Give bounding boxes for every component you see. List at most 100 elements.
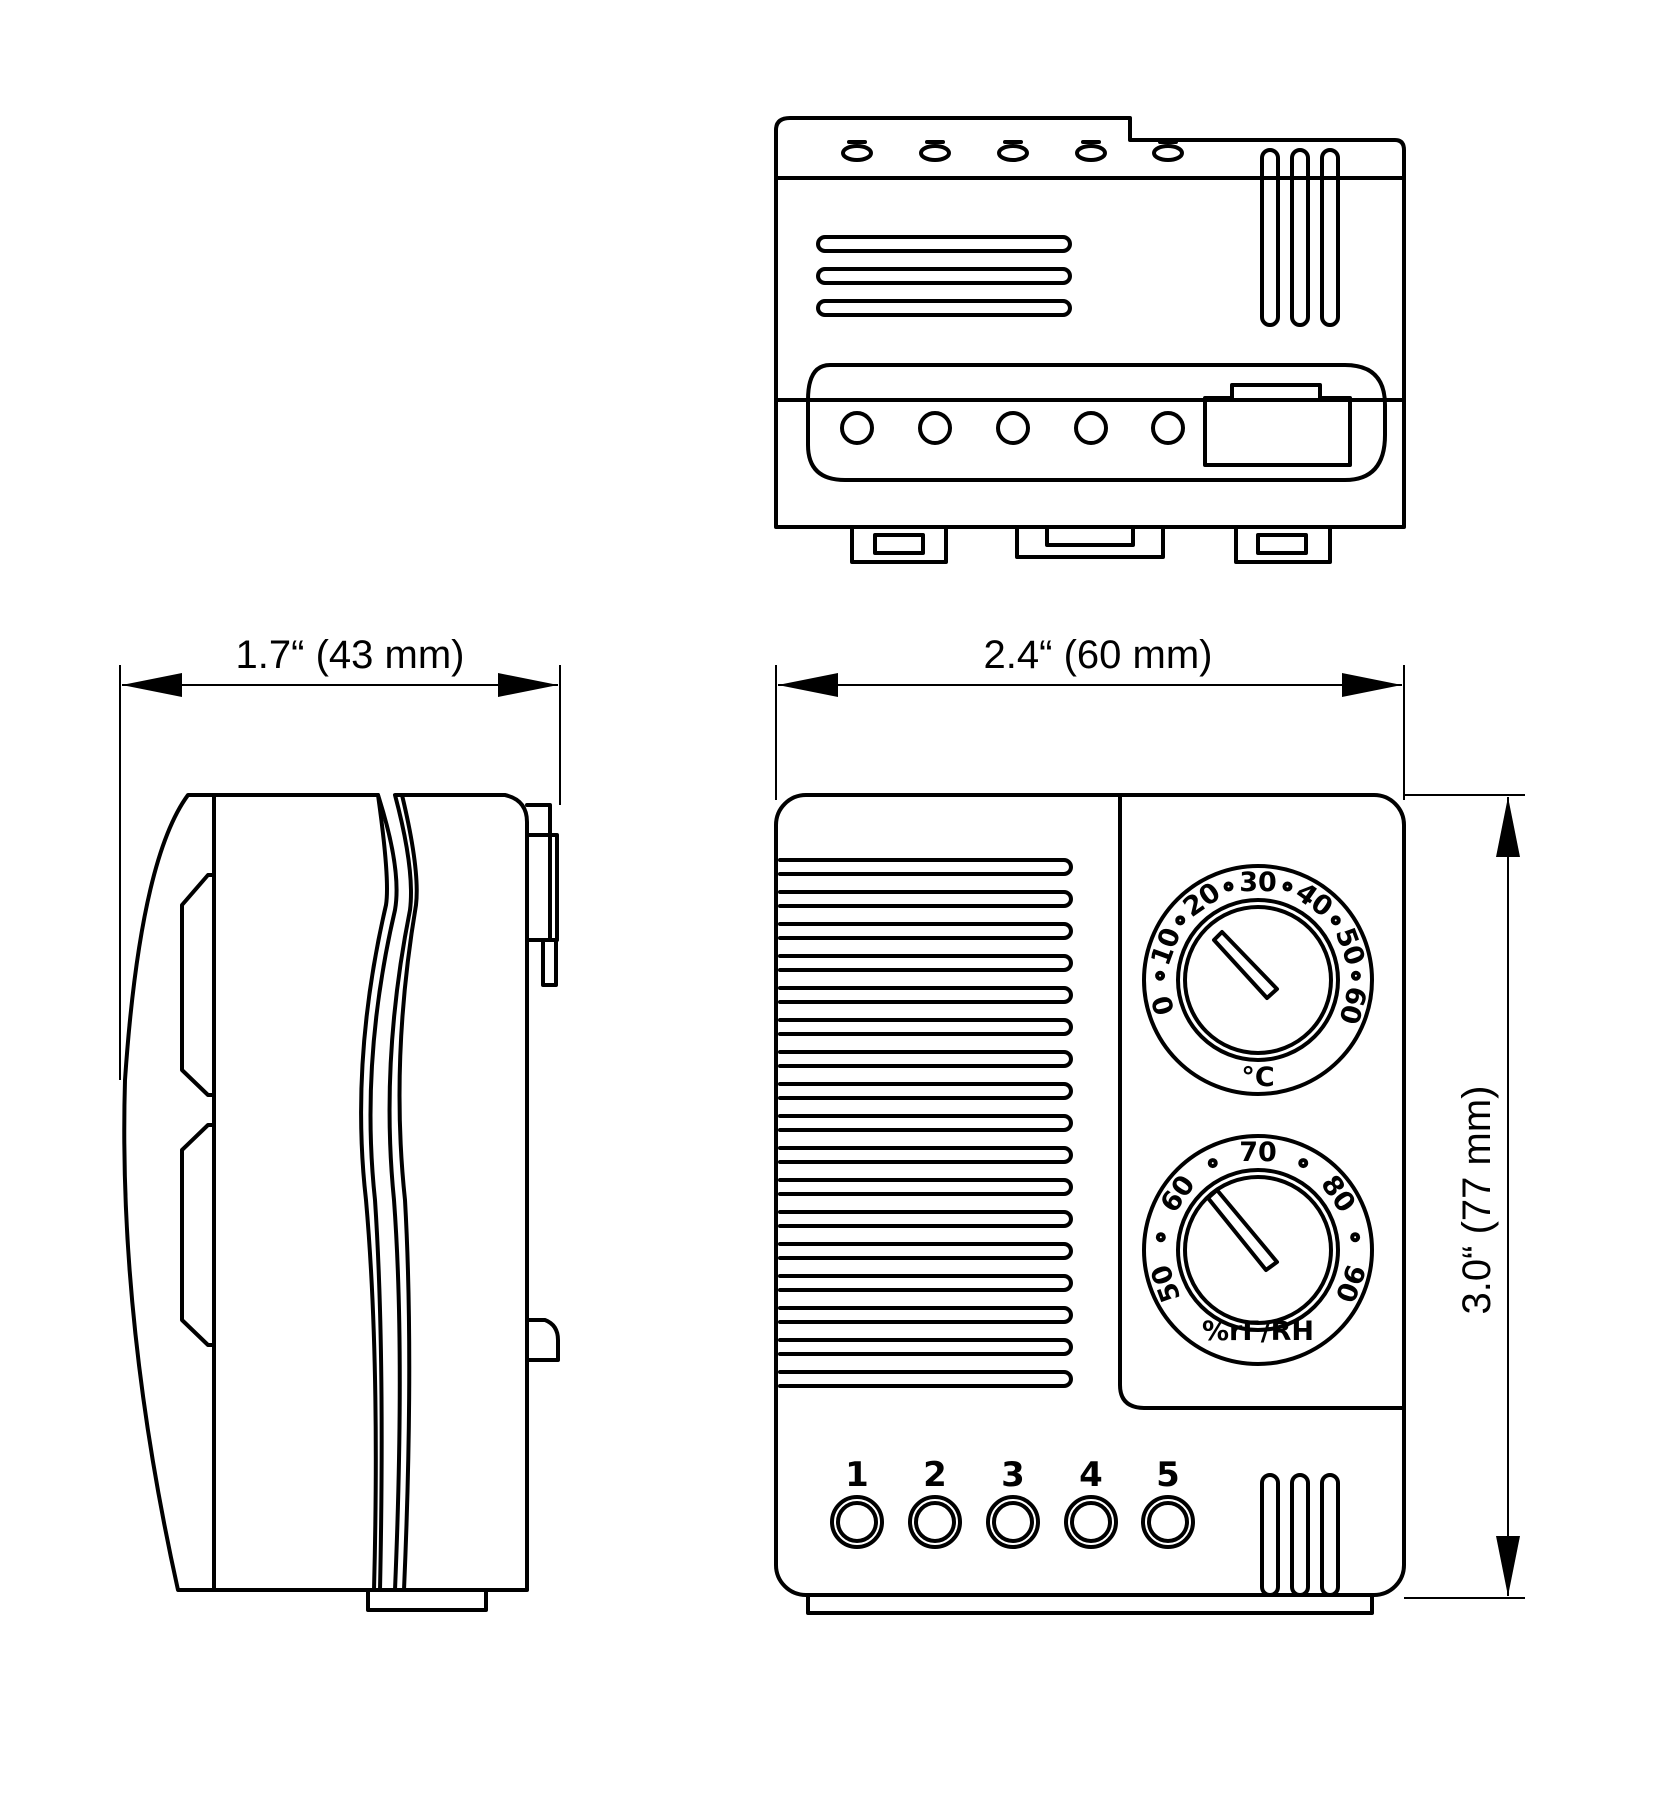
- terminal-screw[interactable]: [836, 1501, 878, 1543]
- terminal-outer: [830, 1495, 884, 1549]
- dial-dot: [1350, 970, 1361, 981]
- temperature-dial-knob[interactable]: [1176, 898, 1340, 1062]
- dial-tick-label: 0: [1146, 992, 1181, 1018]
- temperature-unit-label: °C: [1241, 1062, 1274, 1093]
- screw-head: [919, 144, 951, 162]
- side-front-cover: [212, 793, 399, 1592]
- screw-head: [841, 144, 873, 162]
- rj-connector: [1203, 383, 1352, 467]
- din-clip-detail: [873, 533, 925, 555]
- humidity-unit-label: %rF/RH: [1202, 1316, 1314, 1347]
- vent-slot: [816, 235, 1072, 253]
- terminal-screw[interactable]: [992, 1501, 1034, 1543]
- dial-dot: [1175, 915, 1186, 926]
- side-top-clip-detail: [525, 833, 559, 942]
- vent-rib: [1260, 148, 1280, 327]
- front-vent-rib: [1320, 1473, 1340, 1597]
- top-view-housing: [774, 116, 1406, 529]
- terminal-screw[interactable]: [1070, 1501, 1112, 1543]
- terminal-hole: [840, 411, 874, 445]
- vent-slot: [778, 890, 1073, 908]
- dial-dot: [1298, 1158, 1309, 1169]
- dimension-height: 3.0“ (77 mm): [1404, 794, 1525, 1599]
- front-foot: [806, 1593, 1374, 1615]
- side-base: [387, 793, 529, 1592]
- vent-slot: [778, 1210, 1073, 1228]
- din-clip-detail: [1256, 533, 1308, 555]
- vent-slot: [778, 1050, 1073, 1068]
- dial-dot: [1155, 970, 1166, 981]
- humidity-dial-ring: [1142, 1134, 1374, 1366]
- dial-dot: [1330, 915, 1341, 926]
- screw-head: [1152, 144, 1184, 162]
- terminal-outer: [986, 1495, 1040, 1549]
- humidity-dial-knob[interactable]: [1176, 1168, 1340, 1332]
- vent-slot: [778, 1178, 1073, 1196]
- side-foot: [366, 1588, 488, 1612]
- side-lower-clip: [525, 1318, 560, 1362]
- vent-slot: [816, 299, 1072, 317]
- vent-slot: [778, 1370, 1073, 1388]
- din-clip: [1234, 525, 1332, 564]
- vent-grille: [778, 858, 1073, 1388]
- terminal-hole: [1151, 411, 1185, 445]
- side-front-inner-edge: [359, 793, 389, 1592]
- vent-slot: [778, 1082, 1073, 1100]
- front-vent-rib: [1290, 1473, 1310, 1597]
- side-top-clip: [525, 803, 552, 942]
- terminal-outer: [1141, 1495, 1195, 1549]
- vent-slot: [816, 267, 1072, 285]
- terminal-number: 5: [1156, 1455, 1180, 1495]
- vent-slot: [778, 954, 1073, 972]
- temperature-dial-pointer: [1212, 930, 1279, 1000]
- terminal-hole: [1074, 411, 1108, 445]
- control-panel: [1118, 793, 1406, 1410]
- depth-dimension-label: 1.7“ (43 mm): [236, 633, 465, 677]
- side-clip-hook: [525, 938, 558, 987]
- width-dimension-label: 2.4“ (60 mm): [984, 633, 1213, 677]
- dial-dot: [1350, 1232, 1361, 1243]
- side-base-inner-edge: [397, 793, 419, 1592]
- terminal-window: [806, 363, 1387, 482]
- side-view: [122, 793, 560, 1612]
- din-rail-slot-detail: [1045, 525, 1135, 547]
- humidity-dial-dots: [1155, 1158, 1361, 1243]
- top-view: [774, 116, 1406, 564]
- terminal-hole: [918, 411, 952, 445]
- side-recess-upper: [180, 873, 216, 1097]
- screw-head: [997, 144, 1029, 162]
- dial-dot: [1223, 881, 1234, 892]
- terminal-outer: [908, 1495, 962, 1549]
- terminal-screw[interactable]: [914, 1501, 956, 1543]
- vent-slot: [778, 1242, 1073, 1260]
- vent-rib: [1320, 148, 1340, 327]
- vent-slot: [778, 1306, 1073, 1324]
- vent-slot: [778, 1274, 1073, 1292]
- height-dimension-label: 3.0“ (77 mm): [1455, 1086, 1499, 1315]
- vent-slot: [778, 1018, 1073, 1036]
- dial-dot: [1282, 881, 1293, 892]
- terminal-number: 4: [1079, 1455, 1103, 1495]
- vent-rib: [1290, 148, 1310, 327]
- vent-slot: [778, 1146, 1073, 1164]
- side-recess-lower: [180, 1123, 216, 1347]
- din-rail-slot: [1015, 525, 1165, 559]
- dial-tick-label: 30: [1239, 867, 1277, 898]
- dial-tick-label: 70: [1239, 1137, 1277, 1168]
- dial-dot: [1155, 1232, 1166, 1243]
- top-terminal-screws: [841, 140, 1184, 162]
- terminal-screw[interactable]: [1147, 1501, 1189, 1543]
- terminal-number: 3: [1001, 1455, 1025, 1495]
- terminal-hole: [996, 411, 1030, 445]
- screw-head: [1075, 144, 1107, 162]
- vent-slot: [778, 922, 1073, 940]
- dial-dot: [1207, 1158, 1218, 1169]
- dimension-depth: 1.7“ (43 mm): [119, 633, 561, 1080]
